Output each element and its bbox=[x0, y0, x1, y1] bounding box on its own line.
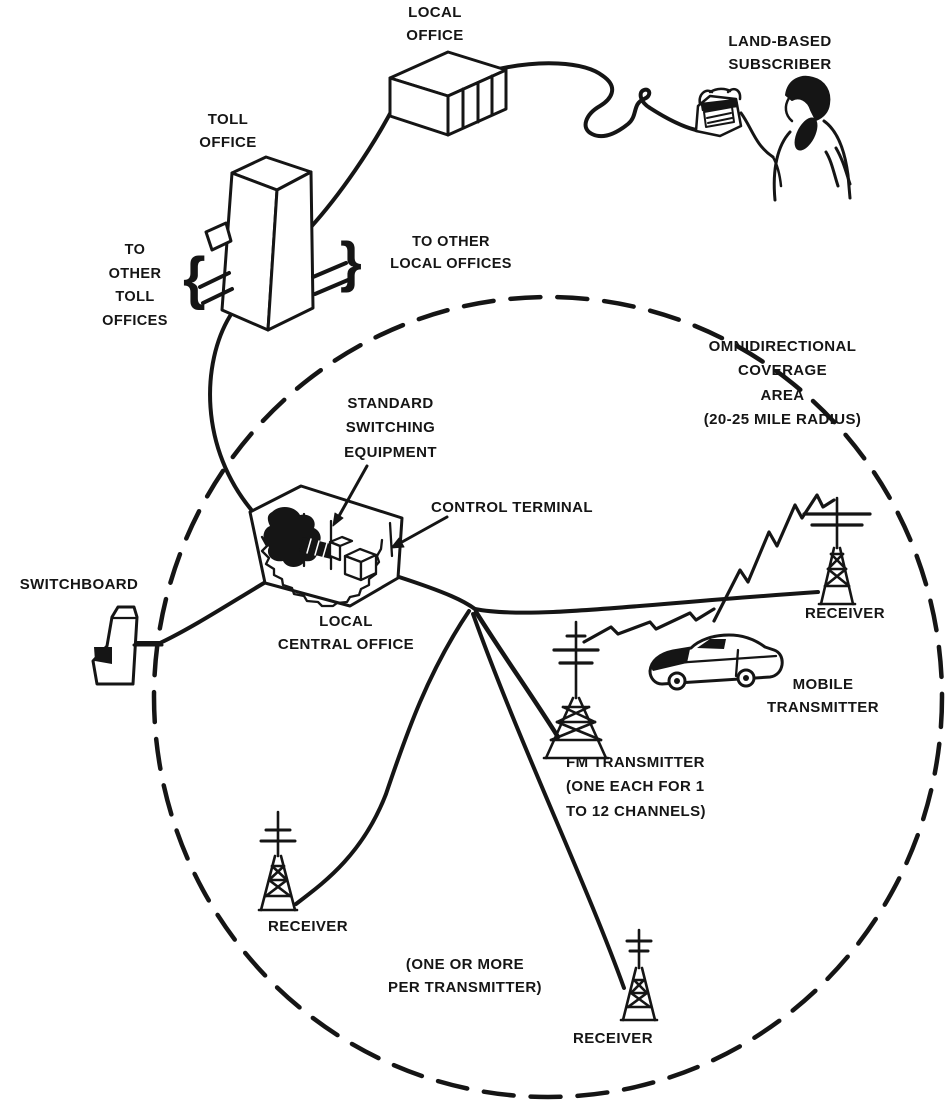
brace-right-icon: } bbox=[340, 230, 362, 293]
line-toll-office-to-central-office bbox=[208, 314, 256, 515]
local-office-building bbox=[388, 50, 508, 137]
label-control-terminal: CONTROL TERMINAL bbox=[431, 499, 593, 516]
label-receivers-note: (ONE OR MORE PER TRANSMITTER) bbox=[388, 956, 542, 997]
subscriber-person bbox=[771, 75, 852, 202]
label-fm-transmitter: FM TRANSMITTER (ONE EACH FOR 1 TO 12 CHA… bbox=[566, 754, 706, 820]
arrow-standard-switching-equipment bbox=[332, 464, 369, 527]
line-local-office-to-subscriber-phone bbox=[484, 61, 698, 139]
telephone-icon bbox=[694, 87, 743, 138]
label-to-other-local-offices: TO OTHER LOCAL OFFICES bbox=[390, 234, 512, 273]
switchboard-console bbox=[91, 605, 164, 686]
label-local-central-office: LOCAL CENTRAL OFFICE bbox=[277, 613, 415, 653]
brace-left-icon: { bbox=[183, 246, 206, 311]
toll-office-building bbox=[204, 155, 315, 332]
label-omnidirectional-coverage: OMNIDIRECTIONAL COVERAGE AREA (20-25 MIL… bbox=[703, 338, 862, 428]
label-receiver-lower-left: RECEIVER bbox=[268, 918, 348, 935]
control-terminal-box bbox=[328, 535, 378, 582]
label-to-other-toll-offices: TO OTHER TOLL OFFICES bbox=[102, 242, 168, 329]
line-central-office-fanout-stem bbox=[397, 575, 477, 611]
receiver-tower-lower-left bbox=[257, 810, 299, 912]
label-land-based-subscriber: LAND-BASED SUBSCRIBER bbox=[728, 33, 832, 73]
central-office-building bbox=[248, 484, 404, 608]
receiver-tower-upper-right bbox=[802, 496, 872, 606]
label-receiver-bottom: RECEIVER bbox=[573, 1030, 653, 1047]
coverage-area-dashed-circle bbox=[151, 294, 945, 1100]
signal-zigzag-fm-to-car bbox=[582, 607, 716, 644]
mobile-transmitter-car bbox=[648, 633, 784, 691]
line-to-fm-transmitter bbox=[473, 609, 561, 740]
fm-transmitter-tower bbox=[542, 620, 610, 760]
label-mobile-transmitter: MOBILE TRANSMITTER bbox=[767, 676, 879, 716]
line-to-receiver-upper-right bbox=[473, 590, 820, 615]
label-standard-switching-equipment: STANDARD SWITCHING EQUIPMENT bbox=[344, 395, 437, 461]
line-local-office-to-toll-office bbox=[308, 106, 395, 230]
label-local-office: LOCAL OFFICE bbox=[406, 4, 464, 44]
arrow-control-terminal bbox=[390, 515, 449, 549]
trunk-lines-to-other-local-offices bbox=[311, 261, 350, 296]
label-toll-office: TOLL OFFICE bbox=[199, 111, 257, 151]
signal-zigzag-car-to-receiver bbox=[712, 493, 836, 623]
line-to-receiver-lower-left bbox=[294, 609, 471, 906]
trunk-lines-to-other-toll-offices bbox=[198, 271, 234, 305]
receiver-tower-bottom bbox=[619, 928, 659, 1022]
line-phone-to-person-cord bbox=[739, 111, 775, 159]
line-central-office-to-switchboard bbox=[131, 581, 266, 645]
label-switchboard: SWITCHBOARD bbox=[19, 576, 139, 593]
switching-racks bbox=[299, 537, 335, 559]
label-receiver-upper-right: RECEIVER bbox=[805, 605, 885, 622]
line-to-receiver-bottom bbox=[471, 612, 626, 990]
